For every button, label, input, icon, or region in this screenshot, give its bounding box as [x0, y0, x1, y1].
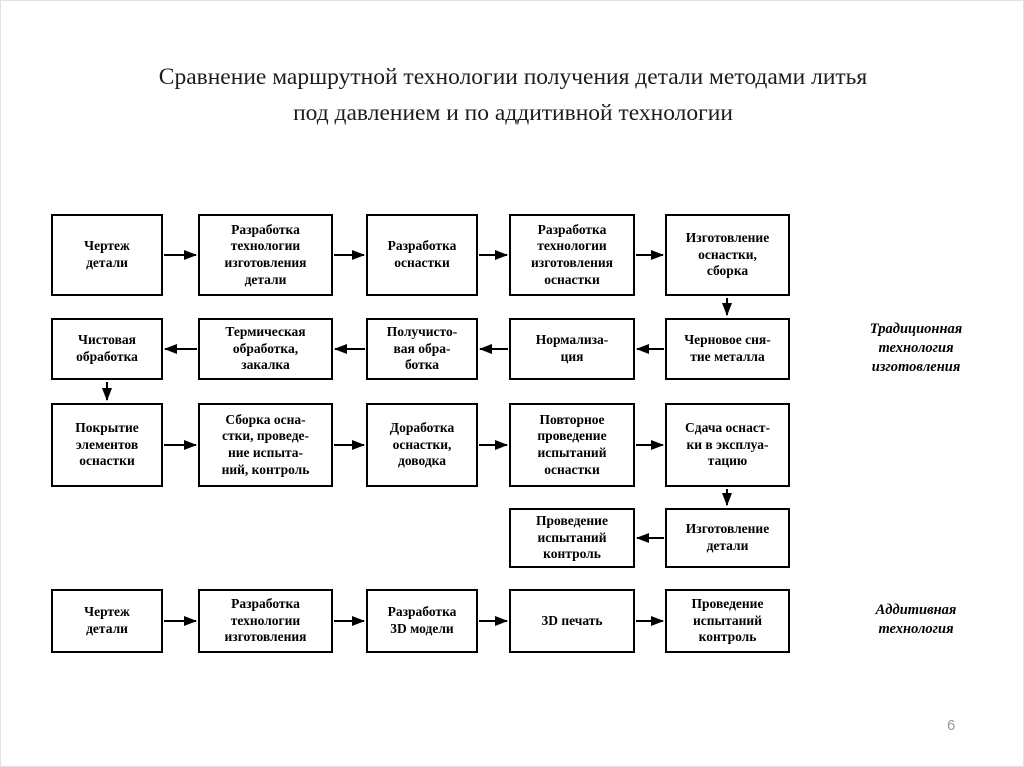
flow-box-assembly-tests: Сборка осна- стки, проведе- ние испыта- … — [198, 403, 333, 487]
flow-box-additive-tests: Проведение испытаний контроль — [665, 589, 790, 653]
flow-box-tech-dev-additive: Разработка технологии изготовления — [198, 589, 333, 653]
flow-box-normalization: Нормализа- ция — [509, 318, 635, 380]
flow-box-coating: Покрытие элементов оснастки — [51, 403, 163, 487]
flow-box-tooling-handover: Сдача оснаст- ки в эксплуа- тацию — [665, 403, 790, 487]
page-number: 6 — [947, 717, 956, 734]
slide-title: Сравнение маршрутной технологии получени… — [158, 64, 868, 127]
flow-box-drawing-2: Чертеж детали — [51, 589, 163, 653]
flow-box-part-make: Изготовление детали — [665, 508, 790, 568]
flow-box-part-tests: Проведение испытаний контроль — [509, 508, 635, 568]
flow-box-heat-treatment: Термическая обработка, закалка — [198, 318, 333, 380]
flow-box-drawing-1: Чертеж детали — [51, 214, 163, 296]
flow-box-finish-machining: Чистовая обработка — [51, 318, 163, 380]
flow-box-tooling-make: Изготовление оснастки, сборка — [665, 214, 790, 296]
flow-box-tooling-design: Разработка оснастки — [366, 214, 478, 296]
side-label-traditional: Традиционная технология изготовления — [869, 321, 963, 375]
side-label-additive: Аддитивная технология — [875, 602, 957, 637]
flow-box-repeat-tests: Повторное проведение испытаний оснастки — [509, 403, 635, 487]
flow-box-rough-removal: Черновое сня- тие металла — [665, 318, 790, 380]
flow-box-3d-model: Разработка 3D модели — [366, 589, 478, 653]
flow-box-semifinish: Получисто- вая обра- ботка — [366, 318, 478, 380]
flow-box-tooling-rework: Доработка оснастки, доводка — [366, 403, 478, 487]
flow-box-tech-dev-tooling: Разработка технологии изготовления оснас… — [509, 214, 635, 296]
flow-box-3d-print: 3D печать — [509, 589, 635, 653]
flow-box-tech-dev-part: Разработка технологии изготовления детал… — [198, 214, 333, 296]
